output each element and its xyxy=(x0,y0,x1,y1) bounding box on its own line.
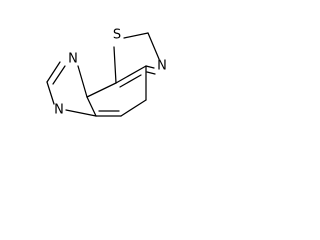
bond-ring-left-to-upper-left xyxy=(86,82,117,98)
bond-ring-inner-double-top xyxy=(119,74,142,88)
atom-label-nitrogen-thiazole: N xyxy=(157,59,167,74)
atom-label-layer: S N N N xyxy=(54,28,167,118)
bond-imidazole-c-to-n-top xyxy=(77,65,88,98)
bond-imidazole-ch-to-n-bottom xyxy=(46,81,55,105)
bond-thiazole-c-to-s xyxy=(113,46,117,84)
chemical-structure-diagram: S N N N xyxy=(46,28,167,118)
bond-ring-lower-right-to-bottom-right xyxy=(120,99,147,117)
bond-ring-upper-left-to-upper-right xyxy=(115,65,147,84)
bond-imidazole-n-top-to-ch xyxy=(46,61,61,83)
bond-layer xyxy=(46,32,160,117)
atom-label-nitrogen-imidazole-bottom: N xyxy=(54,103,64,118)
bond-thiazole-n-to-c xyxy=(145,65,155,69)
bond-imidazole-n-top-to-ch-double xyxy=(52,65,66,85)
bond-thiazole-s-to-ch2 xyxy=(123,32,149,39)
bond-ring-bottom-left-to-left xyxy=(86,96,97,117)
bond-thiazole-ch2-to-n xyxy=(147,32,160,60)
atom-label-nitrogen-imidazole-top: N xyxy=(68,52,78,67)
bond-imidazole-n-bottom-to-c xyxy=(65,109,97,117)
atom-label-sulfur: S xyxy=(113,28,121,43)
bond-thiazole-double-n xyxy=(146,71,156,75)
